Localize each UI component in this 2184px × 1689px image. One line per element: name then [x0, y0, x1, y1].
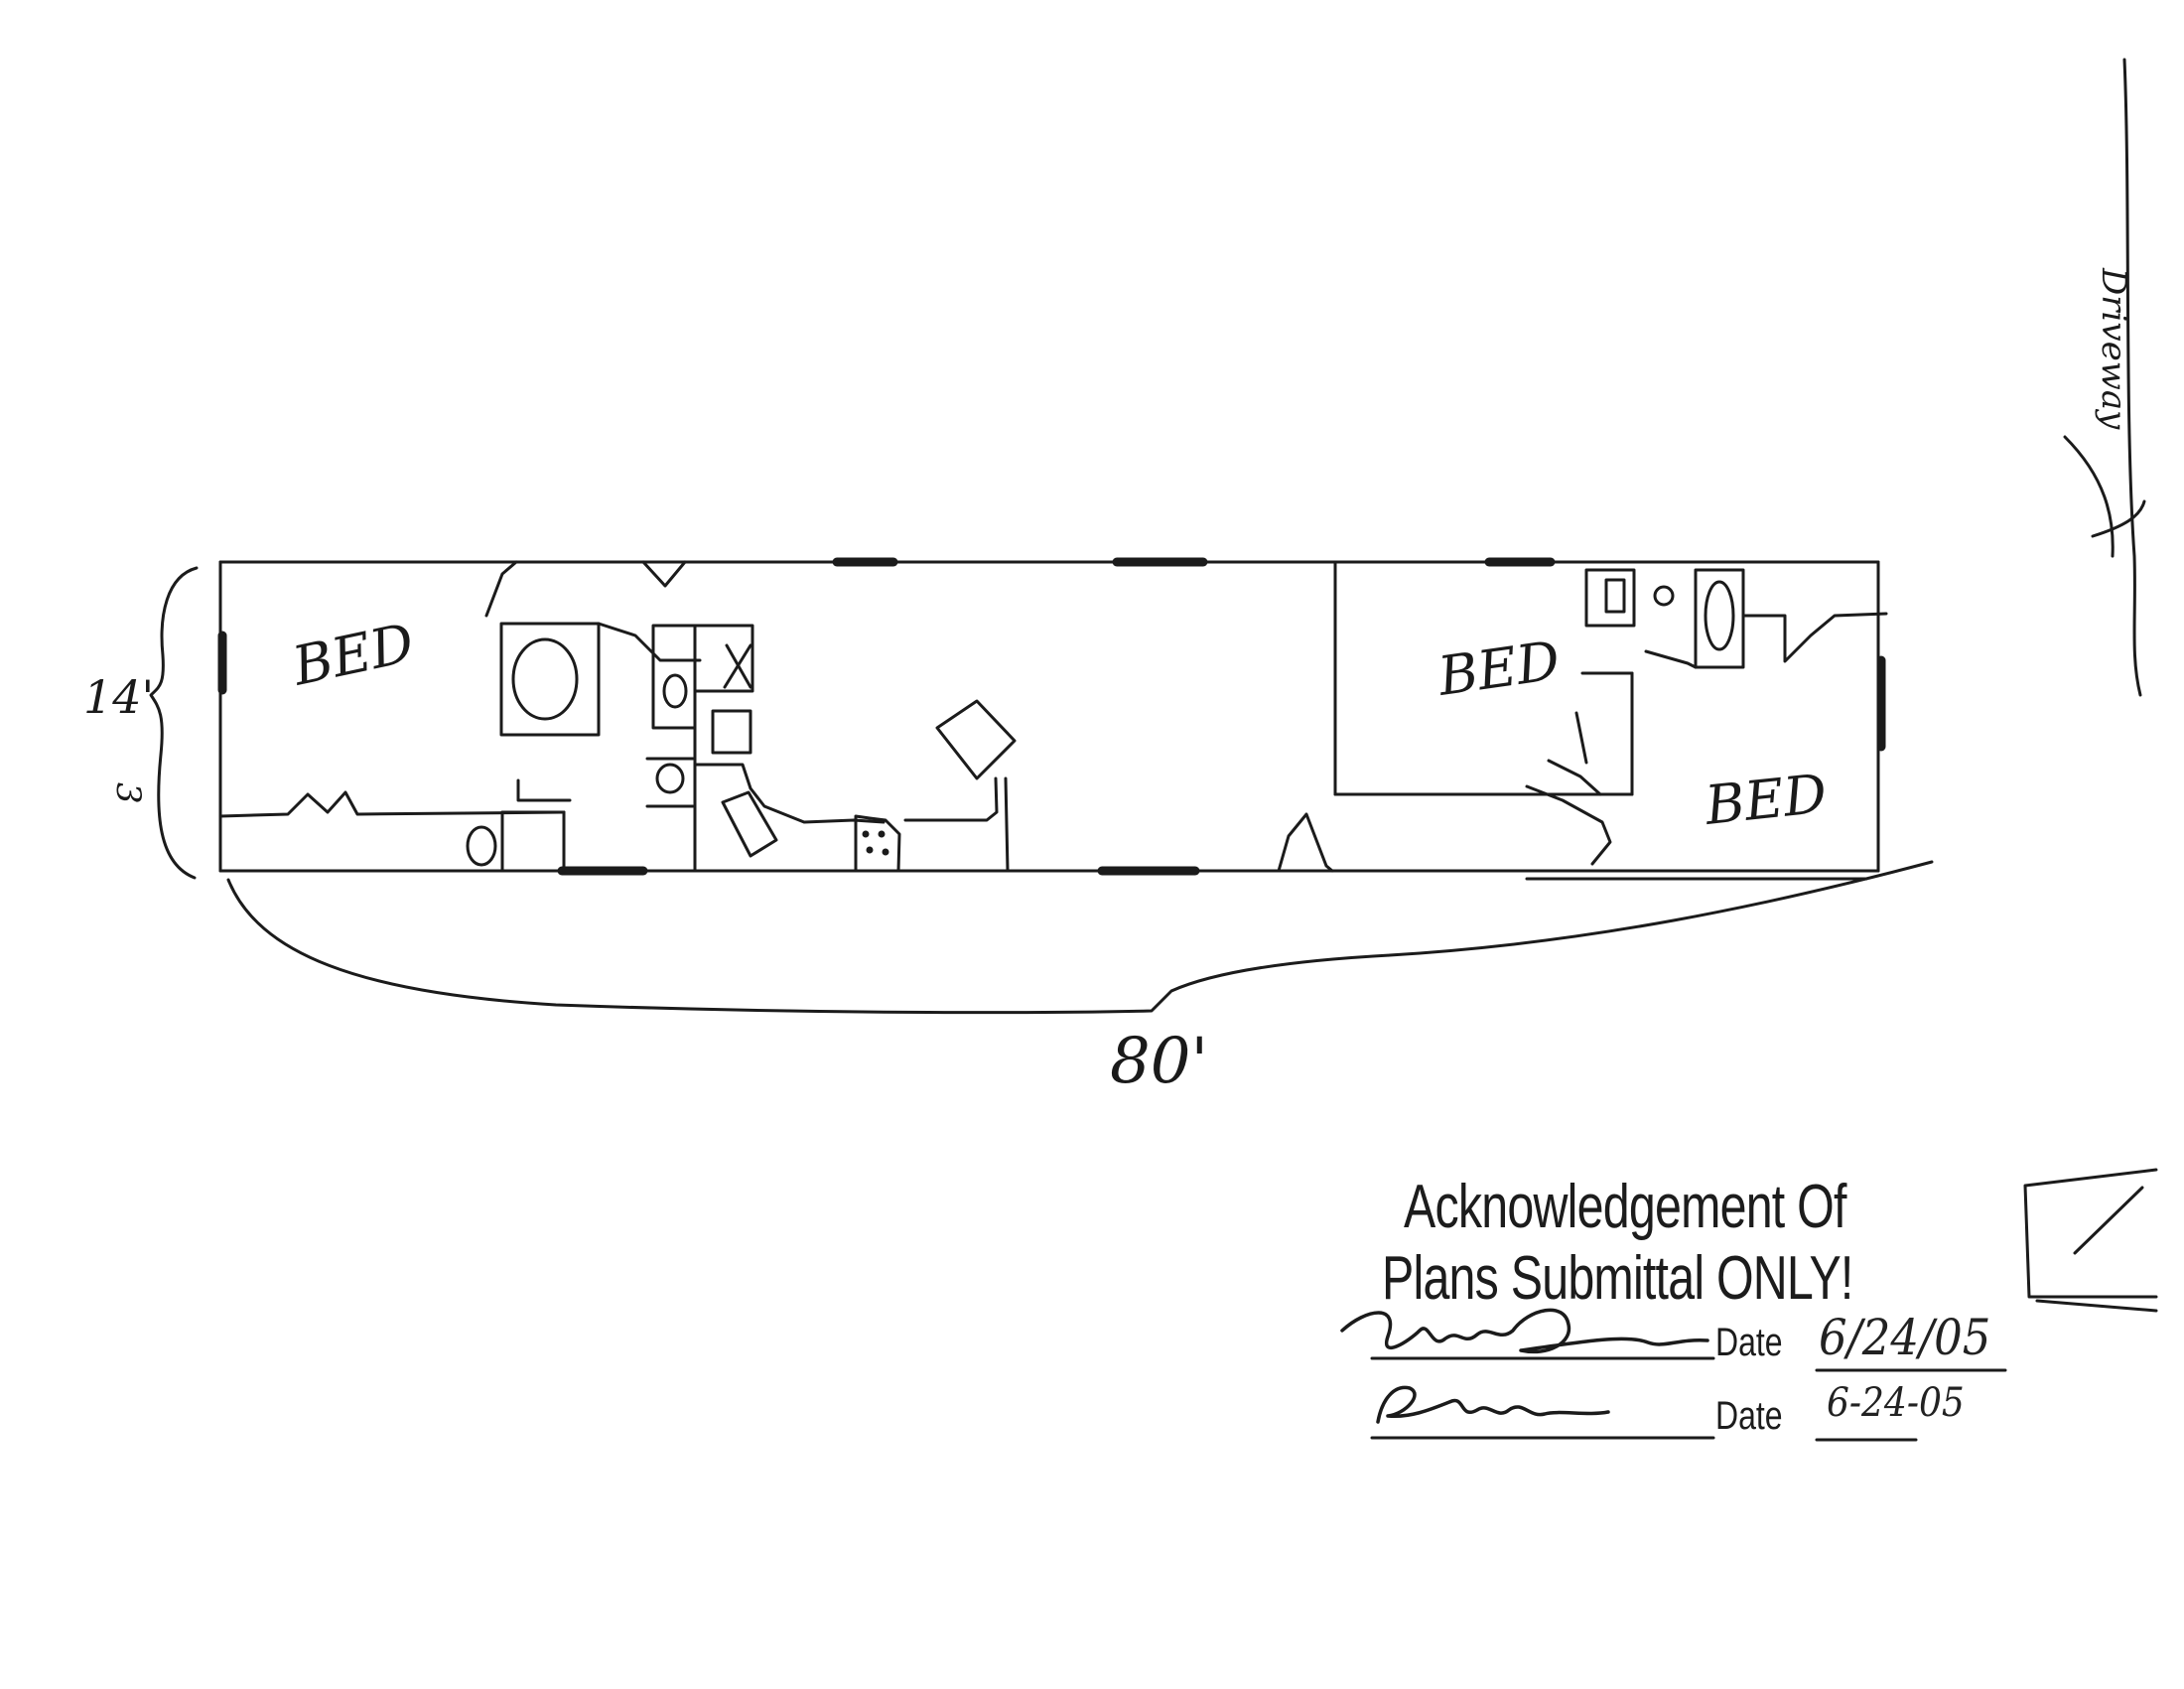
stamp-line-2: Plans Submittal ONLY! [1382, 1244, 1853, 1313]
length-brace [226, 860, 1934, 1015]
exterior-walls [218, 560, 1880, 873]
signature-2 [1376, 1385, 1610, 1424]
living-chair [903, 699, 1017, 873]
length-dimension-label: 80' [1110, 1025, 1208, 1098]
margin-annotation-mark [2063, 435, 2115, 558]
left-bedroom-walls [218, 560, 687, 873]
signature-1 [1340, 1308, 1709, 1354]
stamp-box [2023, 1168, 2158, 1313]
width-dimension-sub: 3 [108, 782, 148, 804]
margin-note: Driveway [2094, 267, 2133, 430]
room-label-bed-right-top: BED [1433, 629, 1564, 708]
date-value-2: 6-24-05 [1827, 1380, 1965, 1426]
room-label-bed-left: BED [287, 612, 420, 698]
right-bedroom-walls [1333, 560, 1634, 866]
date-label-1: Date [1715, 1321, 1783, 1364]
room-label-bed-right-bottom: BED [1702, 762, 1830, 837]
entry-door [1277, 812, 1334, 873]
date-label-2: Date [1715, 1394, 1783, 1438]
signature-lines [1370, 1356, 2007, 1442]
window-marks [217, 557, 1886, 876]
width-brace [149, 566, 199, 880]
left-bath [466, 622, 754, 873]
kitchen-counter [693, 763, 901, 873]
date-value-1: 6/24/05 [1819, 1309, 1991, 1366]
right-bath [1525, 568, 1888, 881]
stamp-line-1: Acknowledgement Of [1404, 1173, 1846, 1241]
width-dimension-label: 14' [83, 670, 154, 724]
left-bed [499, 622, 601, 737]
